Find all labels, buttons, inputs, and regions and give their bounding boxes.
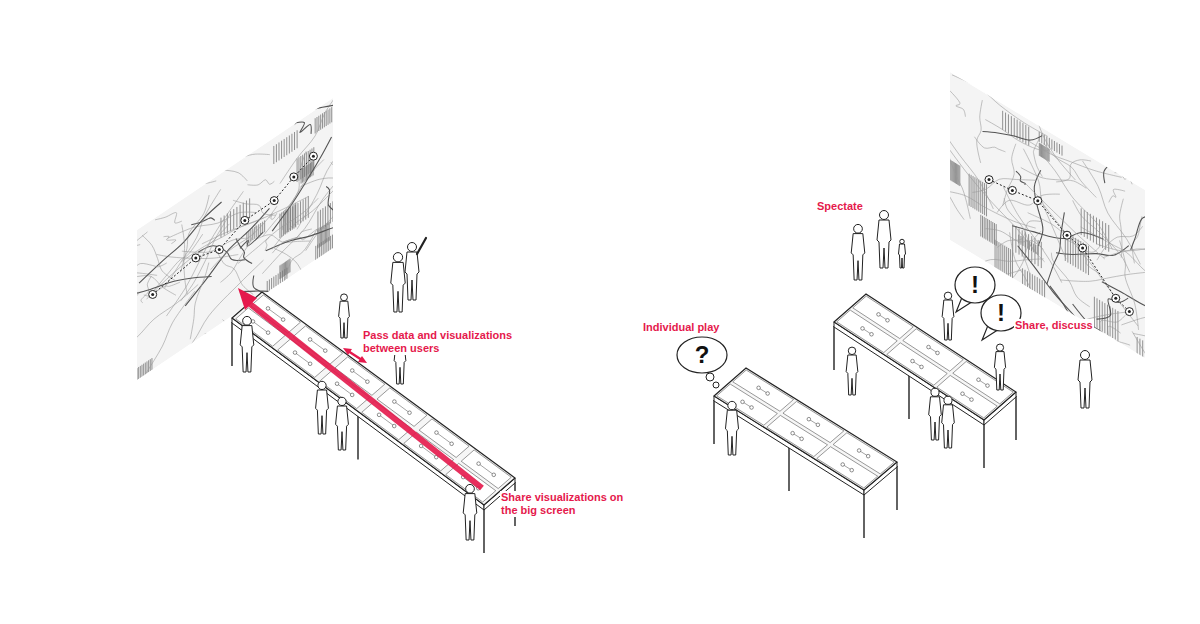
thought-dot bbox=[706, 373, 714, 381]
annotation-label: Share, discuss bbox=[1014, 319, 1094, 332]
person-figure bbox=[336, 397, 349, 450]
person-figure bbox=[994, 344, 1005, 390]
person-figure bbox=[463, 484, 477, 540]
person-figure bbox=[942, 396, 955, 448]
thought-bubble: ? bbox=[676, 336, 728, 374]
person-figure bbox=[877, 211, 891, 269]
annotation-label: Pass data and visualizations between use… bbox=[362, 329, 536, 355]
map-wall bbox=[904, 72, 1200, 431]
map-wall bbox=[59, 14, 392, 404]
annotation-label: Individual play bbox=[642, 321, 720, 334]
share-arrow bbox=[238, 288, 482, 488]
annotation-label: Spectate bbox=[816, 200, 864, 213]
person-figure bbox=[846, 347, 858, 395]
person-figure bbox=[339, 294, 350, 338]
person-figure bbox=[240, 316, 254, 372]
annotation-label: Share visualizations on the big screen bbox=[500, 491, 628, 517]
person-figure bbox=[942, 292, 954, 340]
person-figure bbox=[725, 401, 738, 455]
bubble-mark: ! bbox=[997, 301, 1005, 325]
person-figure bbox=[851, 224, 865, 280]
person-figure bbox=[1078, 351, 1092, 409]
person-figure bbox=[929, 388, 942, 440]
person-figure bbox=[316, 381, 329, 434]
touch-table bbox=[714, 368, 897, 538]
person-figure bbox=[391, 253, 405, 312]
bubble-mark: ! bbox=[971, 273, 979, 297]
person-figure bbox=[899, 239, 906, 268]
person-figure bbox=[405, 238, 426, 300]
bubble-mark: ? bbox=[695, 343, 710, 367]
thought-dot bbox=[713, 382, 719, 388]
